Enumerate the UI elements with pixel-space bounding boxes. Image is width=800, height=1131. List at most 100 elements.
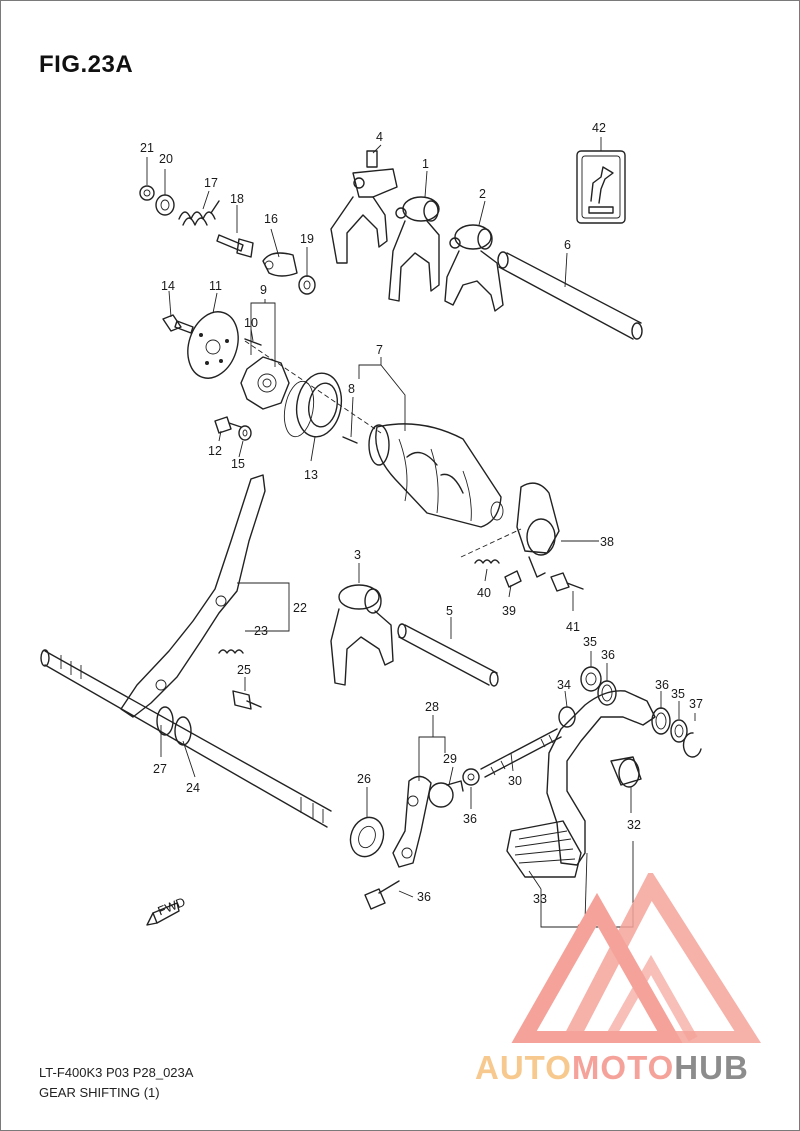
callout-28: 28 xyxy=(425,700,439,714)
callout-6: 6 xyxy=(564,238,571,252)
shift-fork-3 xyxy=(330,584,394,686)
washer-36-lower xyxy=(651,707,671,735)
callout-16: 16 xyxy=(264,212,278,226)
washer-35-upper xyxy=(580,666,602,692)
washer-15 xyxy=(238,425,252,441)
pedal-rubber-33 xyxy=(506,820,582,878)
figure-description: GEAR SHIFTING (1) xyxy=(39,1085,160,1100)
callout-29: 29 xyxy=(443,752,457,766)
shift-fork-4 xyxy=(330,150,398,264)
callout-7: 7 xyxy=(376,343,383,357)
callout-9: 9 xyxy=(260,283,267,297)
callout-2: 2 xyxy=(479,187,486,201)
plate-11 xyxy=(187,311,239,379)
callout-24: 24 xyxy=(186,781,200,795)
callout-4: 4 xyxy=(376,130,383,144)
callout-39: 37 xyxy=(689,697,703,711)
watermark-logo-icon xyxy=(511,873,761,1043)
pin-10 xyxy=(244,338,262,346)
callout-44: 42 xyxy=(592,121,606,135)
callout-41: 39 xyxy=(502,604,516,618)
callout-19: 19 xyxy=(300,232,314,246)
callout-38: 36 xyxy=(463,812,477,826)
shift-drum-7 xyxy=(368,423,504,528)
callout-17: 17 xyxy=(204,176,218,190)
bolt-14 xyxy=(162,314,194,334)
callout-18: 18 xyxy=(230,192,244,206)
cam-9 xyxy=(240,356,290,410)
seal-26 xyxy=(349,816,385,858)
pin-41 xyxy=(504,570,522,588)
callout-1: 1 xyxy=(422,157,429,171)
callout-26: 26 xyxy=(357,772,371,786)
callout-3: 3 xyxy=(354,548,361,562)
callout-14: 14 xyxy=(161,279,175,293)
callout-13: 13 xyxy=(304,468,318,482)
callout-15: 15 xyxy=(231,457,245,471)
callout-25: 25 xyxy=(237,663,251,677)
callout-11: 11 xyxy=(209,279,222,293)
callout-32: 32 xyxy=(627,818,641,832)
callout-35-upper: 35 xyxy=(583,635,597,649)
washer-20 xyxy=(155,194,175,216)
shift-lever-28 xyxy=(392,775,432,868)
alignment-line-lower xyxy=(460,528,522,558)
shift-fork-1 xyxy=(388,196,440,302)
callout-labels: 21 20 17 18 16 19 4 1 2 6 42 14 11 9 10 … xyxy=(140,121,703,936)
gearshift-shaft-24 xyxy=(40,649,332,828)
alignment-line-drum xyxy=(244,340,382,434)
watermark-part-hub: HUB xyxy=(674,1049,749,1086)
callout-34: 34 xyxy=(557,678,571,692)
shift-fork-2 xyxy=(444,224,504,312)
callout-42: 40 xyxy=(477,586,491,600)
spring-23 xyxy=(218,649,244,654)
nut-38 xyxy=(462,768,480,786)
callout-5: 5 xyxy=(446,604,453,618)
rod-30 xyxy=(480,728,562,778)
callout-21: 21 xyxy=(140,141,154,155)
callout-40: 38 xyxy=(600,535,614,549)
bolt-37 xyxy=(364,880,400,910)
bolt-12 xyxy=(214,416,242,434)
pin-8 xyxy=(342,436,358,444)
bolt-25 xyxy=(232,690,262,710)
bolt-43 xyxy=(550,572,584,592)
callout-27: 27 xyxy=(153,762,167,776)
shift-pattern-decal-44 xyxy=(576,150,626,224)
position-switch-40 xyxy=(516,482,560,578)
bolt-18 xyxy=(216,234,254,258)
shift-arm-22 xyxy=(120,474,266,718)
callout-36-lower: 36 xyxy=(655,678,669,692)
circlip-39 xyxy=(682,732,702,758)
leader-lines xyxy=(146,137,696,928)
callout-10: 10 xyxy=(244,316,258,330)
figure-title: FIG.23A xyxy=(39,51,134,78)
spring-17 xyxy=(178,200,220,226)
callout-20: 20 xyxy=(159,152,173,166)
callout-12: 12 xyxy=(208,444,222,458)
washer-35-lower xyxy=(670,719,688,743)
watermark-part-auto: AUTO xyxy=(475,1049,572,1086)
callout-33: 33 xyxy=(533,892,547,906)
washer-19 xyxy=(298,275,316,295)
forward-direction-arrow-icon: FWD xyxy=(146,895,187,926)
watermark-brand-text: AUTOMOTOHUB xyxy=(475,1050,749,1086)
bearing-13 xyxy=(283,372,343,438)
ball-joint-29 xyxy=(428,780,464,808)
stopper-16 xyxy=(262,252,298,277)
callout-35-lower: 35 xyxy=(671,687,685,701)
fork-shaft-6 xyxy=(497,251,643,340)
shift-pedal-31 xyxy=(546,690,656,866)
callout-8: 8 xyxy=(348,382,355,396)
callout-23: 23 xyxy=(254,624,268,638)
fork-shaft-5 xyxy=(397,623,499,687)
callout-43: 41 xyxy=(566,620,580,634)
watermark-part-moto: MOTO xyxy=(571,1049,675,1086)
callout-36-upper: 36 xyxy=(601,648,615,662)
callout-37: 36 xyxy=(417,890,431,904)
figure-code: LT-F400K3 P03 P28_023A xyxy=(39,1065,194,1080)
callout-30: 30 xyxy=(508,774,522,788)
spring-42 xyxy=(474,559,500,564)
